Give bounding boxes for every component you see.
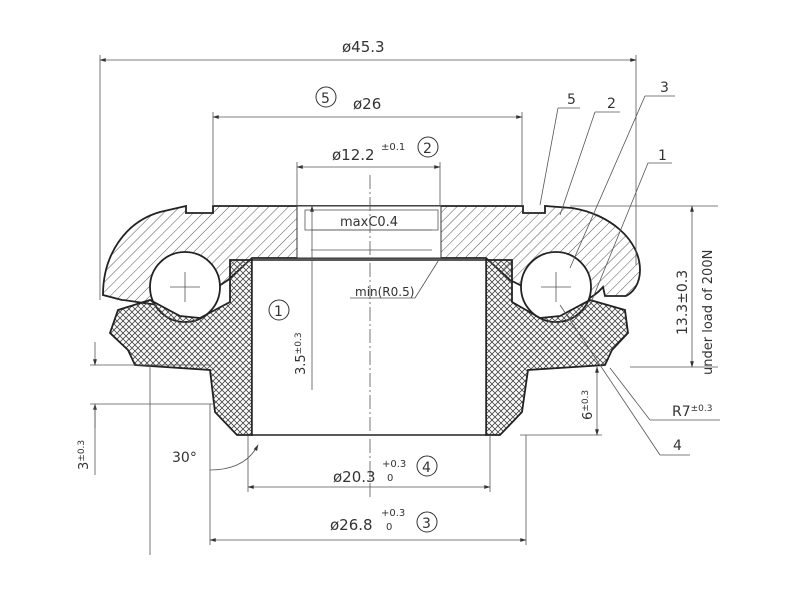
fillet-label: min(R0.5)	[355, 285, 414, 299]
radius-label: R7±0.3	[672, 404, 713, 420]
base-dia-label: ø26.8	[330, 516, 373, 534]
bore-dia-label: ø12.2	[332, 146, 375, 164]
step-label: 3±0.3	[77, 440, 92, 470]
inner-tol-upper: +0.3	[382, 459, 406, 470]
leader-4	[559, 304, 661, 456]
part-label-3: 3	[660, 80, 669, 96]
angle-label: 30°	[172, 450, 197, 466]
bore-tol-label: ±0.1	[381, 142, 405, 153]
outer-dia-label: ø45.3	[342, 38, 385, 56]
ref-circle-1: 1	[274, 304, 283, 320]
part-label-4: 4	[673, 438, 682, 454]
leader-3	[569, 95, 646, 269]
height-side-label: 3.5±0.3	[294, 332, 309, 375]
base-tol-lower: 0	[386, 522, 392, 533]
inner-dia-label: ø20.3	[333, 468, 376, 486]
inner-tol-lower: 0	[387, 473, 393, 484]
part-label-2: 2	[607, 96, 616, 112]
height-main-label: 13.3±0.3	[675, 270, 691, 335]
leader-1	[589, 162, 649, 306]
bearing-dia-label: ø26	[353, 95, 381, 113]
part-label-5: 5	[567, 92, 576, 108]
ref-circle-3: 3	[422, 516, 431, 532]
depth-label: 6±0.3	[581, 390, 596, 420]
ref-circle-4: 4	[422, 460, 431, 476]
base-tol-upper: +0.3	[381, 508, 405, 519]
ref-circle-2: 2	[423, 141, 432, 157]
inner-sleeve	[251, 259, 487, 436]
load-note-label: under load of 200N	[701, 250, 716, 375]
part-label-1: 1	[658, 148, 667, 164]
chamfer-label: maxC0.4	[340, 215, 398, 230]
leader-2	[559, 111, 596, 216]
leader-5	[539, 107, 559, 206]
ref-circle-5: 5	[321, 91, 330, 107]
